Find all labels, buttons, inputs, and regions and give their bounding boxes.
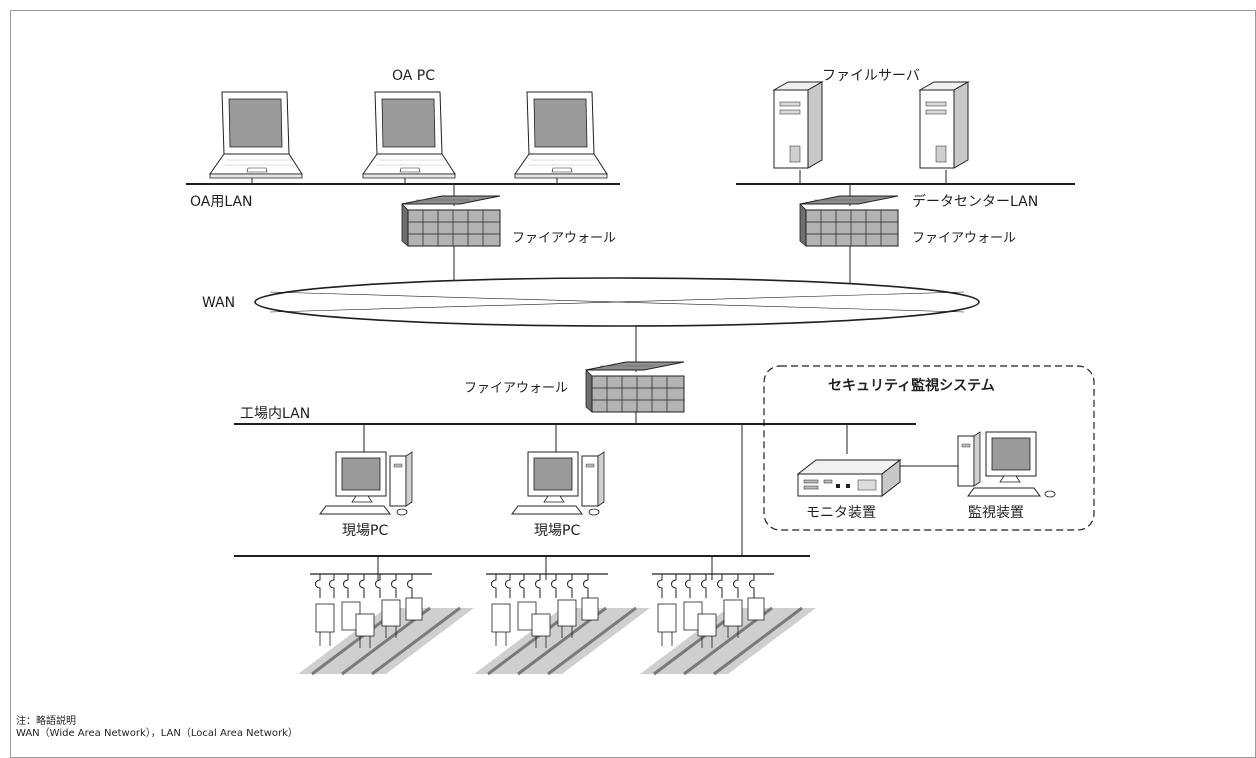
production-line-icon	[638, 572, 818, 676]
note-abbreviations: WAN（Wide Area Network），LAN（Local Area Ne…	[16, 728, 298, 739]
wan-cloud: WAN	[202, 277, 980, 327]
site-pc-1-label: 現場PC	[342, 523, 388, 539]
firewall-icon	[799, 195, 899, 247]
wan-label: WAN	[202, 295, 235, 311]
firewall-left-label: ファイアウォール	[512, 231, 616, 246]
production-line-icon	[296, 572, 476, 676]
surveillance-pc-icon	[957, 431, 1056, 498]
firewall-icon	[401, 195, 501, 247]
monitor-device-icon	[796, 458, 902, 498]
oa-pc-label: OA PC	[392, 68, 435, 84]
security-title: セキュリティ監視システム	[828, 377, 995, 394]
laptop-icon	[362, 91, 456, 179]
data-center-lan-label: データセンターLAN	[912, 193, 1038, 210]
firewall-right-label: ファイアウォール	[912, 231, 1016, 246]
data-center-section: ファイルサーバ データセンターLAN ファイアウォール	[736, 68, 1075, 284]
site-pc-2-label: 現場PC	[534, 523, 580, 539]
security-monitoring-system: セキュリティ監視システム モニタ装置 監視装置	[763, 365, 1095, 531]
factory-lan-label: 工場内LAN	[240, 406, 310, 422]
server-icon	[773, 81, 823, 169]
production-line-icon	[472, 572, 652, 676]
firewall-icon	[585, 361, 685, 413]
file-server-label: ファイルサーバ	[822, 68, 920, 84]
note-heading: 注：略語説明	[16, 716, 76, 727]
oa-lan-section: OA PC OA用LAN ファイアウォール	[186, 68, 620, 282]
monitor-device-label: モニタ装置	[806, 505, 876, 521]
factory-lan-section: 工場内LAN 現場PC 現場PC	[234, 406, 916, 676]
laptop-icon	[209, 91, 303, 179]
desktop-pc-icon	[319, 451, 413, 516]
surveillance-device-label: 監視装置	[968, 504, 1024, 521]
laptop-icon	[514, 91, 608, 179]
server-icon	[919, 81, 969, 169]
firewall-factory-label: ファイアウォール	[464, 381, 568, 396]
desktop-pc-icon	[511, 451, 605, 516]
security-dashed-box	[763, 365, 1095, 531]
oa-lan-label: OA用LAN	[190, 194, 253, 210]
